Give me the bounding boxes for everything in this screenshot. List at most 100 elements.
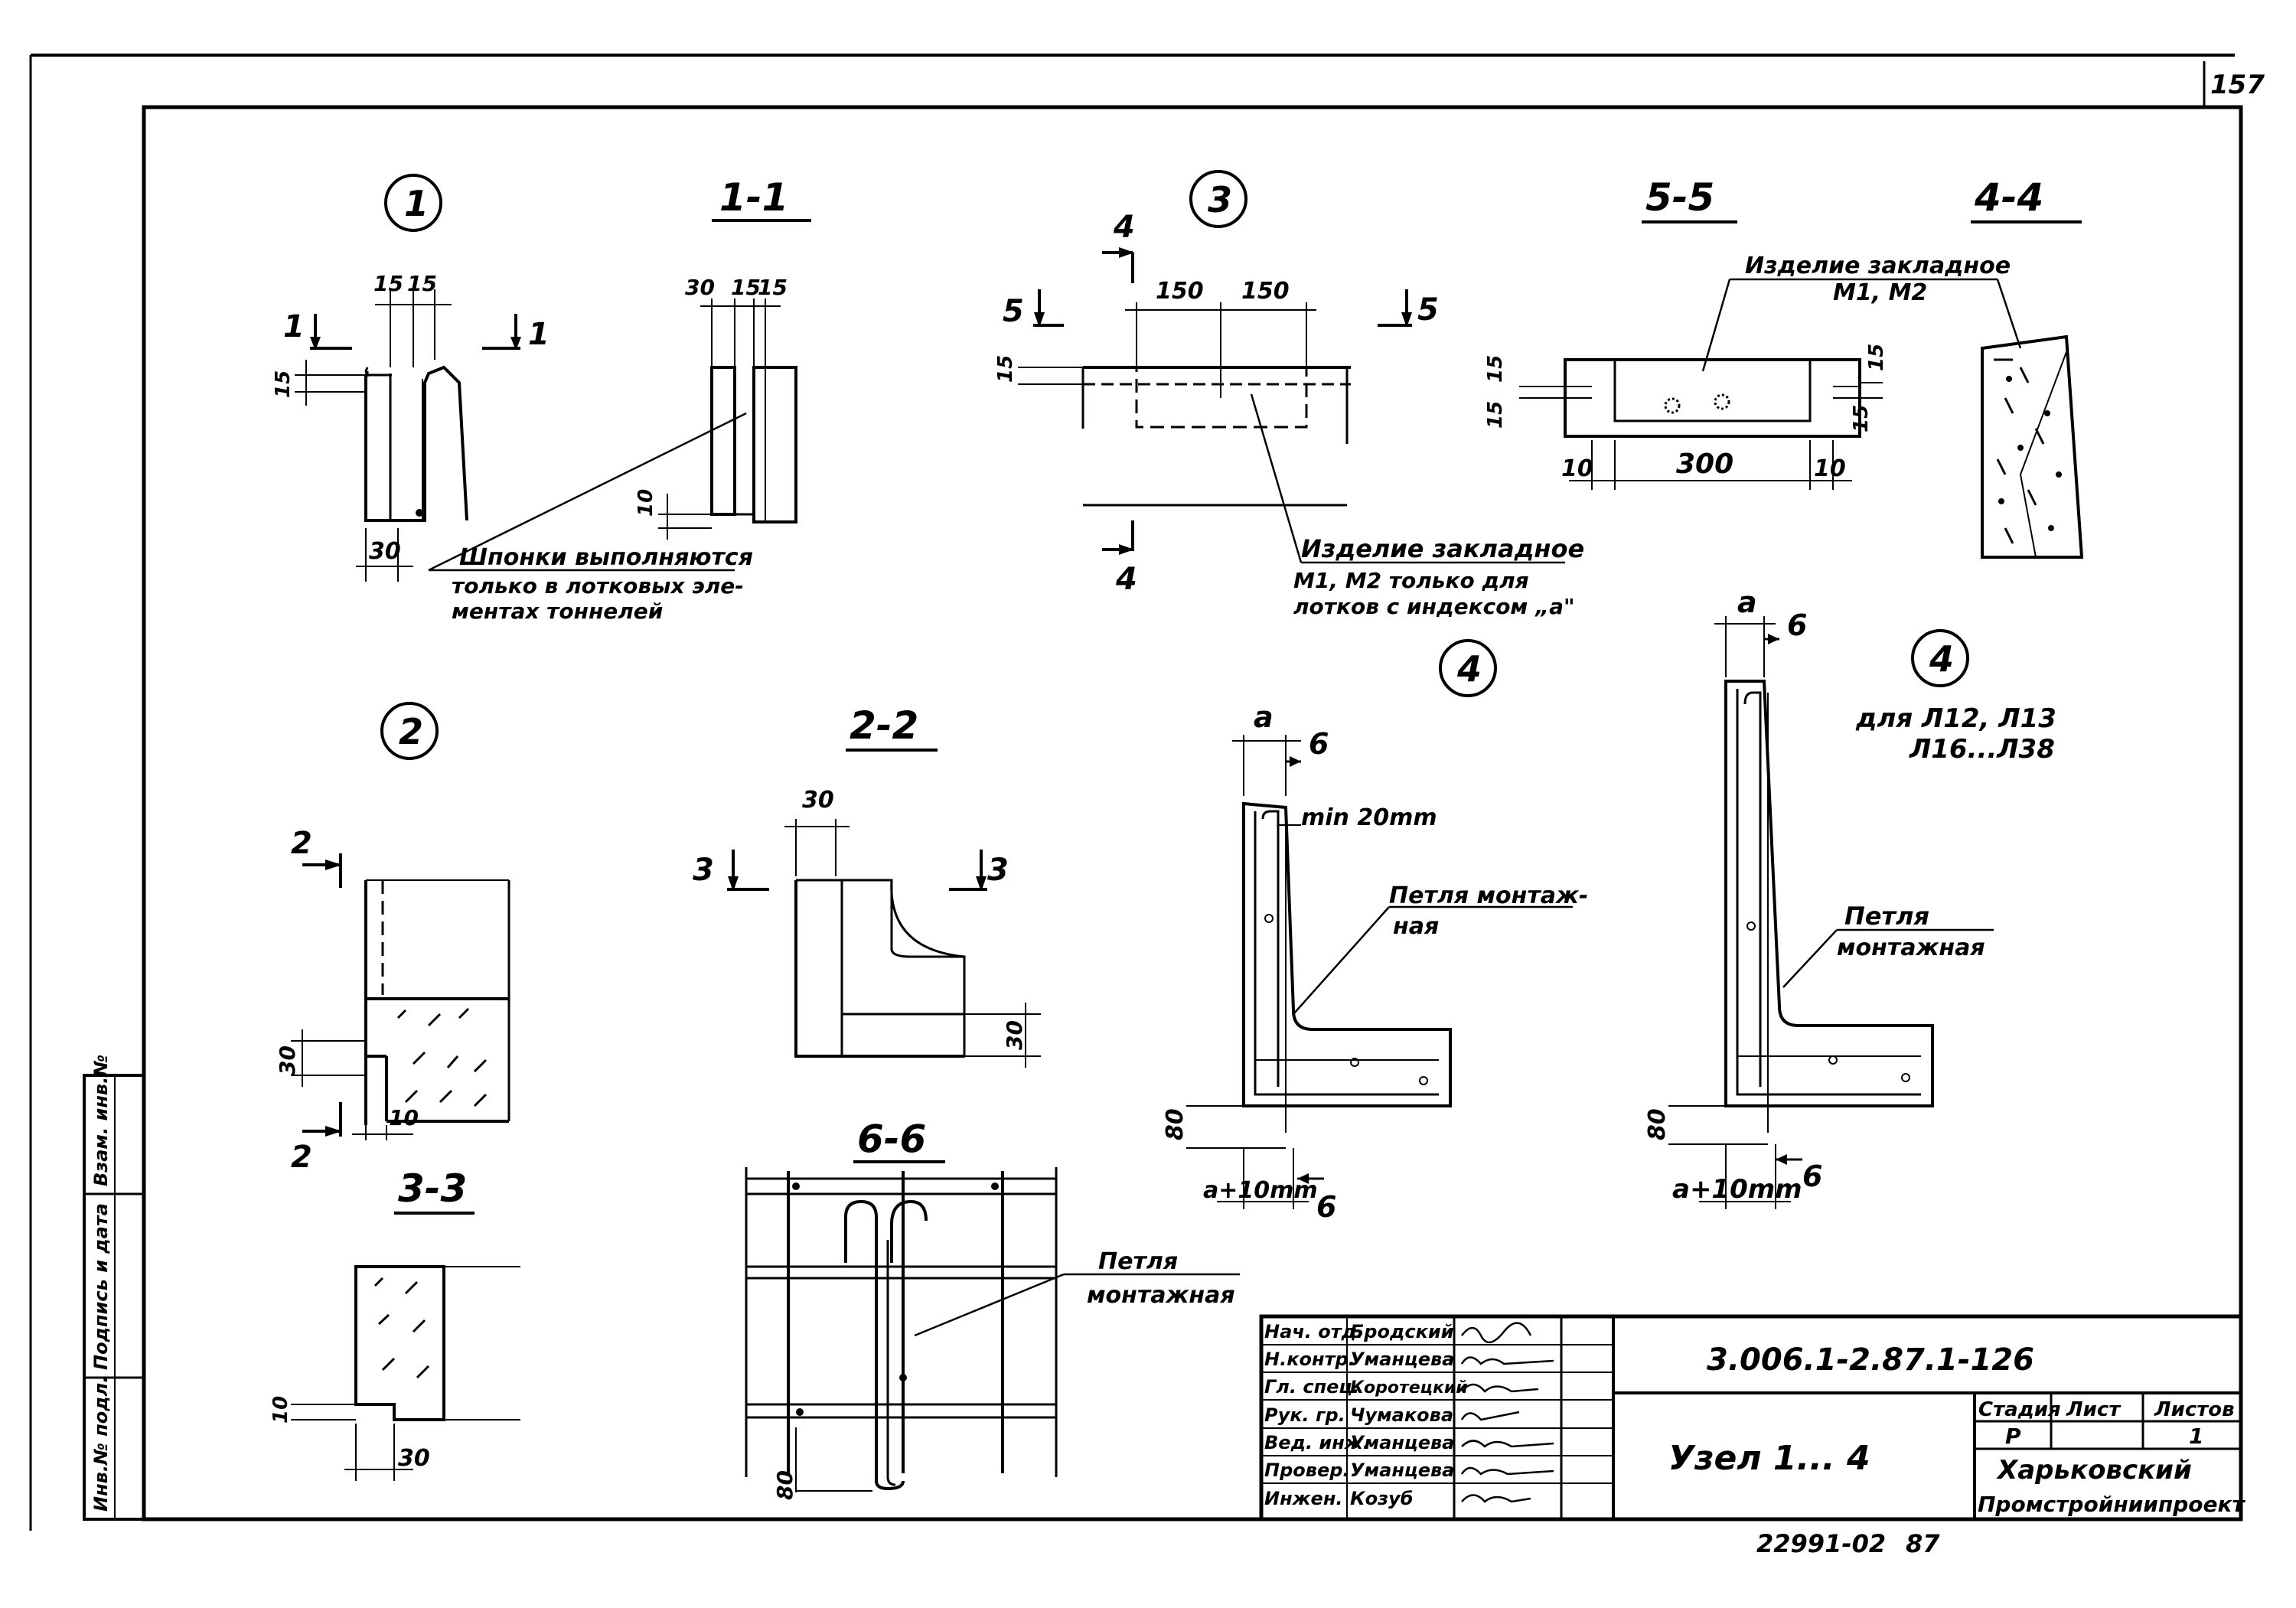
note-shponki-1: Шпонки выполняются bbox=[459, 544, 753, 571]
sheets-value: 1 bbox=[2189, 1424, 2203, 1449]
left-stamp: Инв.№ подл. Подпись и дата Взам. инв.№ bbox=[83, 1055, 145, 1521]
name-4: Уманцева bbox=[1350, 1432, 1454, 1453]
section-3-3-title: 3-3 bbox=[398, 1166, 467, 1211]
node-3-label: 3 bbox=[1208, 179, 1232, 220]
note-shponki-2: только в лотковых эле- bbox=[452, 573, 744, 599]
note-izd3-2: М1, М2 только для bbox=[1293, 568, 1529, 593]
node-3-detail: 3 150 150 15 4 4 5 5 Из bbox=[994, 170, 1584, 619]
dim-30-d: 30 bbox=[802, 787, 834, 814]
name-1: Уманцева bbox=[1350, 1349, 1454, 1370]
section-6-6-title: 6-6 bbox=[857, 1117, 926, 1161]
dim-30-c: 30 bbox=[275, 1045, 300, 1075]
role-6: Инжен. bbox=[1264, 1488, 1343, 1509]
dim-a10-a: a+10mm bbox=[1203, 1177, 1318, 1204]
dim-10-c: 10 bbox=[1814, 455, 1846, 482]
dim-30-b: 30 bbox=[685, 275, 715, 300]
name-0: Бродский bbox=[1350, 1321, 1454, 1342]
dim-a-2: a bbox=[1737, 585, 1757, 619]
note-izd3-3: лотков с индексом „а" bbox=[1293, 594, 1575, 619]
dim-10-e: 10 bbox=[269, 1396, 292, 1424]
role-3: Рук. гр. bbox=[1264, 1404, 1345, 1426]
dim-15-d: 15 bbox=[731, 275, 761, 300]
cut-3-left: 3 bbox=[693, 853, 714, 888]
section-4-4: 4-4 bbox=[1971, 175, 2084, 559]
dim-30-f: 30 bbox=[398, 1445, 430, 1472]
sheet-number: 157 bbox=[2210, 70, 2265, 100]
role-1: Н.контр. bbox=[1264, 1349, 1355, 1370]
dim-15-h: 15 bbox=[1484, 355, 1507, 383]
dim-10-a: 10 bbox=[634, 489, 657, 517]
dim-150-a: 150 bbox=[1156, 278, 1204, 305]
node-4a-detail: 4 a 6 min 20mm 80 a+10mm 6 Петля монтаж-… bbox=[1162, 639, 1588, 1224]
dim-15-a: 15 bbox=[373, 271, 403, 296]
cut-6-b-bottom: 6 bbox=[1802, 1160, 1822, 1193]
dim-10-d: 10 bbox=[389, 1105, 419, 1130]
drawing-code: 3.006.1-2.87.1-126 bbox=[1707, 1342, 2034, 1378]
node-4b-detail: 4 для Л12, Л13 Л16...Л38 a 6 80 a+10mm 6… bbox=[1644, 585, 2056, 1209]
note-dlya-2: Л16...Л38 bbox=[1909, 734, 2055, 765]
stamp-inv-podl: Инв.№ подл. bbox=[90, 1376, 112, 1512]
dim-15-j: 15 bbox=[1850, 405, 1873, 432]
section-5-5-title: 5-5 bbox=[1645, 175, 1714, 220]
note-petlya66-2: монтажная bbox=[1087, 1282, 1235, 1309]
title-block: Нач. отд. Бродский Н.контр. Уманцева Гл.… bbox=[1259, 1314, 2246, 1522]
name-5: Уманцева bbox=[1350, 1460, 1454, 1481]
org-line-2: Промстройниипроект bbox=[1978, 1492, 2246, 1517]
org-line-1: Харьковский bbox=[1996, 1455, 2192, 1486]
dim-30-e: 30 bbox=[1002, 1020, 1027, 1050]
section-1-1: 1-1 30 15 15 10 Шпонки выполняются тольк… bbox=[428, 175, 811, 624]
dim-80-b: 80 bbox=[1644, 1108, 1671, 1140]
stamp-vzam-inv: Взам. инв.№ bbox=[90, 1055, 112, 1186]
cut-6-a-bottom: 6 bbox=[1316, 1190, 1336, 1224]
dim-15-e: 15 bbox=[758, 275, 788, 300]
bottom-page: 87 bbox=[1906, 1529, 1940, 1558]
section-6-6: 6-6 80 Петля монтажная bbox=[745, 1117, 1240, 1500]
cut-1-right: 1 bbox=[528, 317, 550, 352]
node-2-detail: 2 30 10 2 2 bbox=[275, 702, 510, 1175]
dim-15-f: 15 bbox=[994, 355, 1017, 383]
node-1-label: 1 bbox=[404, 183, 429, 224]
signatures bbox=[1460, 1322, 1554, 1503]
cut-5-right: 5 bbox=[1417, 292, 1439, 328]
note-izd55-1: Изделие закладное bbox=[1745, 253, 2011, 279]
dim-10-b: 10 bbox=[1561, 455, 1593, 482]
cut-6-a-top: 6 bbox=[1309, 727, 1329, 761]
cut-2-top: 2 bbox=[291, 826, 312, 861]
note-petlya4b-2: монтажная bbox=[1837, 934, 1985, 961]
note-petlya66-1: Петля bbox=[1098, 1248, 1178, 1275]
note-petlya4a-1: Петля монтаж- bbox=[1389, 882, 1588, 909]
section-2-2: 2-2 30 30 3 3 bbox=[693, 703, 1041, 1068]
section-3-3: 3-3 10 30 bbox=[269, 1166, 520, 1481]
cut-4-top: 4 bbox=[1113, 210, 1135, 245]
role-5: Провер. bbox=[1264, 1460, 1350, 1481]
role-4: Вед. инж. bbox=[1264, 1432, 1370, 1453]
node-4b-label: 4 bbox=[1929, 638, 1954, 680]
cut-4-bottom: 4 bbox=[1115, 562, 1137, 597]
dim-15-b: 15 bbox=[407, 271, 437, 296]
stage-header: Стадия bbox=[1978, 1398, 2061, 1421]
note-dlya-1: для Л12, Л13 bbox=[1855, 703, 2056, 734]
section-1-1-title: 1-1 bbox=[719, 175, 788, 220]
cut-5-left: 5 bbox=[1003, 294, 1024, 329]
dim-15-c: 15 bbox=[272, 370, 295, 398]
note-izd3-1: Изделие закладное bbox=[1301, 534, 1584, 563]
dim-300: 300 bbox=[1676, 448, 1733, 480]
role-0: Нач. отд. bbox=[1264, 1321, 1363, 1342]
sheet-header: Лист bbox=[2066, 1398, 2122, 1421]
cut-1-left: 1 bbox=[283, 309, 305, 344]
note-petlya4b-1: Петля bbox=[1844, 902, 1929, 931]
section-5-5: 5-5 Изделие закладное М1, М2 10 300 10 1… bbox=[1484, 175, 2022, 490]
name-2: Коротецкий bbox=[1350, 1378, 1468, 1398]
node-4a-label: 4 bbox=[1456, 648, 1482, 690]
dim-80-c: 80 bbox=[772, 1470, 797, 1500]
cut-2-bottom: 2 bbox=[291, 1140, 312, 1175]
bottom-code: 22991-02 bbox=[1756, 1529, 1886, 1558]
cut-6-b-top: 6 bbox=[1787, 608, 1807, 642]
dim-a10-b: a+10mm bbox=[1672, 1174, 1802, 1205]
drawing-title: Узел 1... 4 bbox=[1668, 1439, 1870, 1478]
note-shponki-3: ментах тоннелей bbox=[452, 599, 663, 624]
dim-a-1: a bbox=[1254, 700, 1274, 734]
node-1-detail: 1 15 15 15 30 1 1 bbox=[272, 174, 550, 582]
section-2-2-title: 2-2 bbox=[850, 703, 918, 748]
